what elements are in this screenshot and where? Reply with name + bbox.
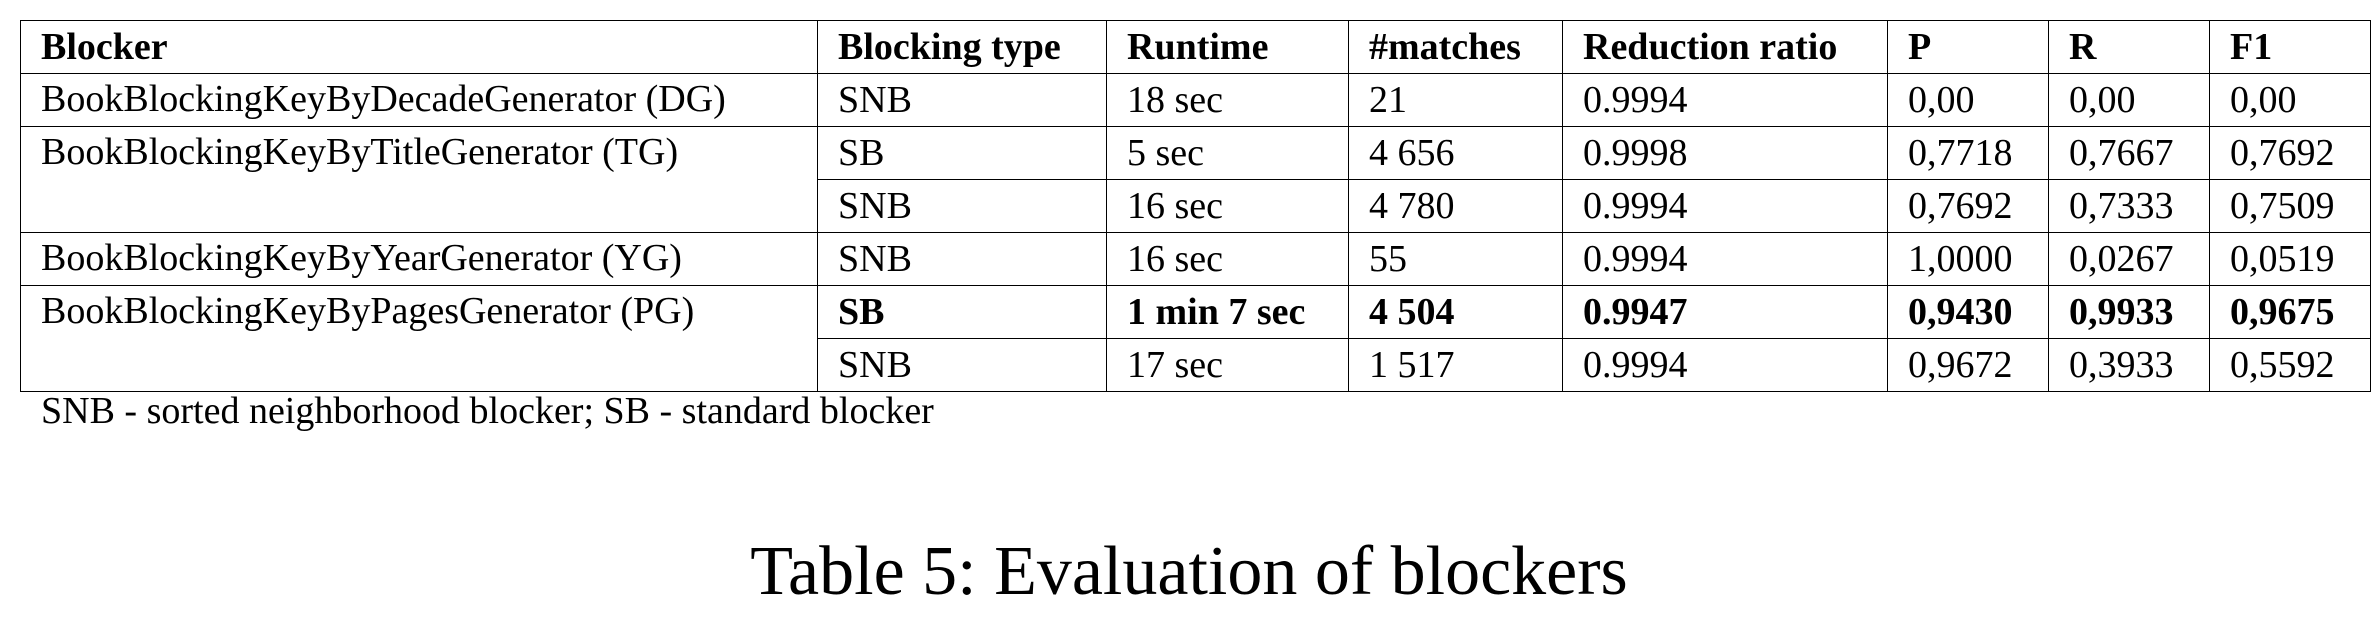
recall: 0,0267	[2048, 232, 2210, 286]
results-table: Blocker Blocking type Runtime #matches R…	[20, 20, 2371, 392]
f1-score: 0,9675	[2209, 285, 2371, 339]
header-row: Blocker Blocking type Runtime #matches R…	[20, 20, 2371, 74]
precision: 0,9430	[1887, 285, 2049, 339]
blocker-name: BookBlockingKeyByDecadeGenerator (DG)	[20, 73, 818, 127]
runtime: 16 sec	[1106, 232, 1349, 286]
precision: 0,00	[1887, 73, 2049, 127]
precision: 0,7718	[1887, 126, 2049, 180]
table-row: SNB 17 sec 1 517 0.9994 0,9672 0,3933 0,…	[21, 338, 2371, 392]
recall: 0,7333	[2048, 179, 2210, 233]
table-caption: Table 5: Evaluation of blockers	[750, 533, 1628, 610]
matches: 1 517	[1348, 338, 1563, 392]
matches: 4 780	[1348, 179, 1563, 233]
blocker-name: BookBlockingKeyByPagesGenerator (PG)	[20, 285, 818, 392]
recall: 0,7667	[2048, 126, 2210, 180]
matches: 4 504	[1348, 285, 1563, 339]
blocking-type: SB	[817, 285, 1107, 339]
precision: 0,9672	[1887, 338, 2049, 392]
blocking-type: SNB	[817, 232, 1107, 286]
table-row: BookBlockingKeyByDecadeGenerator (DG) SN…	[20, 73, 2371, 127]
table-row: BookBlockingKeyByTitleGenerator (TG) SB …	[20, 126, 2371, 233]
reduction-ratio: 0.9994	[1562, 232, 1888, 286]
header-blocking-type: Blocking type	[817, 20, 1107, 74]
recall: 0,00	[2048, 73, 2210, 127]
runtime: 17 sec	[1106, 338, 1349, 392]
f1-score: 0,00	[2209, 73, 2371, 127]
precision: 0,7692	[1887, 179, 2049, 233]
header-reduction-ratio: Reduction ratio	[1562, 20, 1888, 74]
runtime: 5 sec	[1106, 126, 1349, 180]
blocker-name: BookBlockingKeyByTitleGenerator (TG)	[20, 126, 818, 233]
blocking-type: SB	[817, 126, 1107, 180]
f1-score: 0,7692	[2209, 126, 2371, 180]
table-row: BookBlockingKeyByYearGenerator (YG) SNB …	[20, 232, 2371, 286]
reduction-ratio: 0.9998	[1562, 126, 1888, 180]
header-precision: P	[1887, 20, 2049, 74]
header-f1: F1	[2209, 20, 2371, 74]
f1-score: 0,7509	[2209, 179, 2371, 233]
recall: 0,9933	[2048, 285, 2210, 339]
runtime: 16 sec	[1106, 179, 1349, 233]
reduction-ratio: 0.9947	[1562, 285, 1888, 339]
blocking-type: SNB	[817, 73, 1107, 127]
f1-score: 0,5592	[2209, 338, 2371, 392]
matches: 21	[1348, 73, 1563, 127]
blocker-name: BookBlockingKeyByYearGenerator (YG)	[20, 232, 818, 286]
blocking-type: SNB	[817, 179, 1107, 233]
header-matches: #matches	[1348, 20, 1563, 74]
table-footnote: SNB - sorted neighborhood blocker; SB - …	[41, 390, 934, 432]
runtime: 1 min 7 sec	[1106, 285, 1349, 339]
blocking-type: SNB	[817, 338, 1107, 392]
table-row-best: BookBlockingKeyByPagesGenerator (PG) SB …	[20, 285, 2371, 392]
precision: 1,0000	[1887, 232, 2049, 286]
reduction-ratio: 0.9994	[1562, 338, 1888, 392]
recall: 0,3933	[2048, 338, 2210, 392]
runtime: 18 sec	[1106, 73, 1349, 127]
reduction-ratio: 0.9994	[1562, 73, 1888, 127]
matches: 55	[1348, 232, 1563, 286]
header-blocker: Blocker	[20, 20, 818, 74]
header-runtime: Runtime	[1106, 20, 1349, 74]
header-recall: R	[2048, 20, 2210, 74]
reduction-ratio: 0.9994	[1562, 179, 1888, 233]
f1-score: 0,0519	[2209, 232, 2371, 286]
matches: 4 656	[1348, 126, 1563, 180]
